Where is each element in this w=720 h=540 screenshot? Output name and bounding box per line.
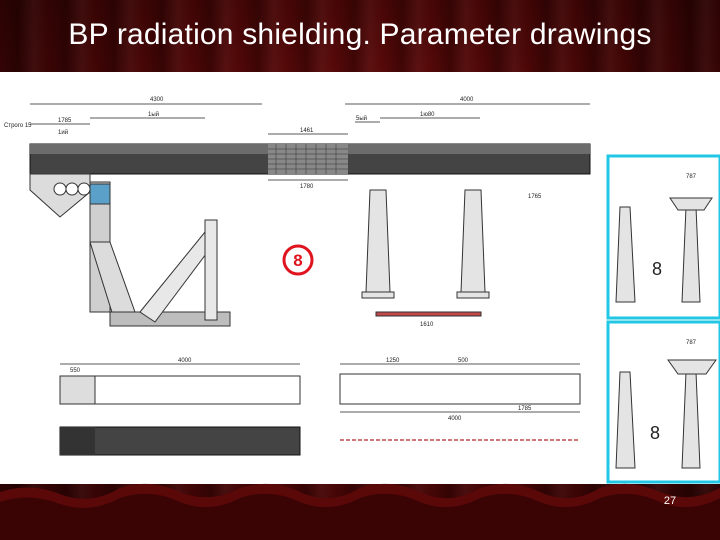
side-panel-stands [615, 197, 717, 469]
dim-left-side: Строго 15 [4, 123, 32, 129]
engineering-drawing: 8 8 8 4300 [0, 72, 720, 484]
dim-left-a: 1785 [58, 118, 72, 124]
drawing-canvas: 8 8 8 4300 [4, 97, 720, 484]
dim-mid-lower-d: 1785 [518, 406, 532, 412]
dimension-texts: 4300 4000 Строго 15 1785 1ый 1ий 1461 17… [4, 97, 697, 422]
dim-top-left-total: 4300 [150, 97, 164, 103]
bottom-drape [0, 483, 720, 540]
dim-middle-top: 1461 [300, 128, 314, 134]
marker-circle-label: 8 [293, 251, 302, 270]
dim-side-bottom: 787 [686, 340, 697, 346]
dimension-lines-top [30, 103, 590, 181]
side-marker-bottom: 8 [650, 423, 660, 443]
lower-middle-pipe [339, 363, 581, 441]
dim-left-b: 1ый [148, 111, 159, 118]
left-support [29, 173, 231, 327]
dim-left-c: 1ий [58, 129, 68, 136]
dim-top-right-total: 4000 [460, 97, 474, 103]
dim-right-b: 1ю80 [420, 112, 435, 118]
right-stands [361, 189, 490, 317]
dim-right-a: 5ый [356, 115, 367, 122]
beam-mesh-grid [268, 144, 348, 174]
dim-right-c: 1765 [528, 194, 542, 200]
slide-number: 27 [663, 495, 677, 507]
dim-side-top: 787 [686, 174, 697, 180]
lower-left-pipes [59, 363, 301, 456]
dim-mid-lower-e: 4000 [448, 416, 462, 422]
dim-mid-lower-b: 1250 [386, 358, 400, 364]
dim-middle-bottom: 1780 [300, 184, 314, 190]
dim-mid-lower-left: 4000 [178, 358, 192, 364]
dim-base-span: 1610 [420, 322, 434, 328]
marker-circle [282, 244, 314, 276]
dim-mid-lower-c: 500 [458, 358, 469, 364]
dim-mid-lower-a: 550 [70, 368, 81, 374]
slide-title: BP radiation shielding. Parameter drawin… [68, 18, 652, 51]
side-marker-top: 8 [652, 259, 662, 279]
